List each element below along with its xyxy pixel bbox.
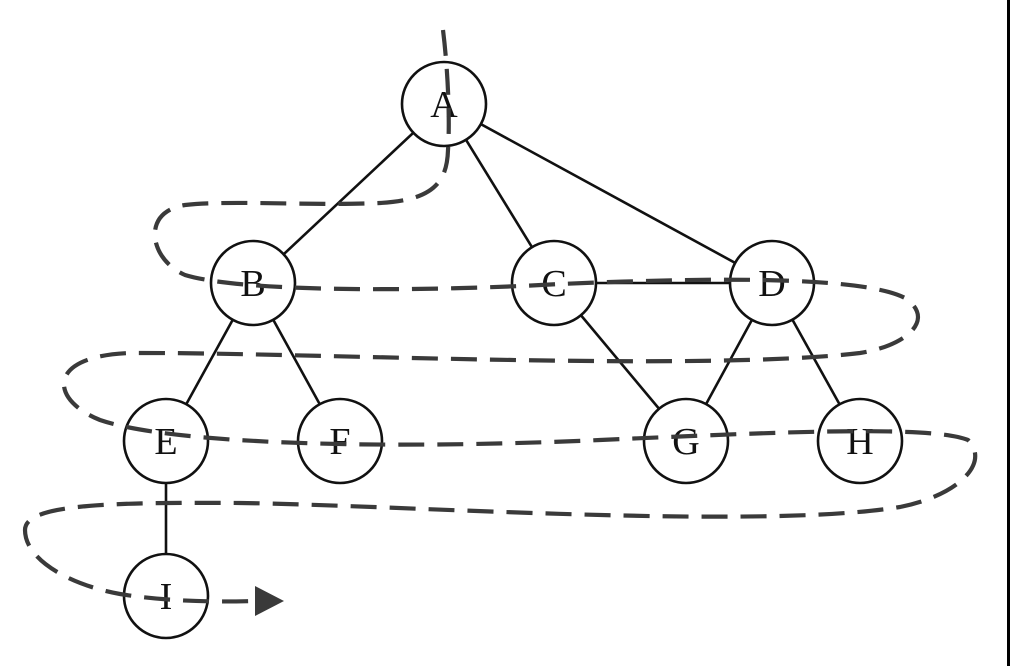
- image-border: [1007, 0, 1010, 666]
- node-e: E: [122, 397, 210, 485]
- node-label: D: [758, 263, 785, 305]
- node-circle: [400, 60, 488, 148]
- traversal-path-layer: [22, 29, 978, 616]
- node-circle: [642, 397, 730, 485]
- node-label: E: [154, 421, 177, 463]
- node-circle: [209, 239, 297, 327]
- node-label: H: [846, 421, 873, 463]
- node-f: F: [296, 397, 384, 485]
- node-label: G: [672, 421, 699, 463]
- edge-a-b: [252, 103, 445, 284]
- node-g: G: [642, 397, 730, 485]
- node-i: I: [122, 552, 210, 640]
- bfs-traversal-path: [22, 29, 978, 604]
- node-d: D: [728, 239, 816, 327]
- node-h: H: [816, 397, 904, 485]
- node-label: A: [430, 84, 458, 126]
- node-a: A: [400, 60, 488, 148]
- node-label: I: [160, 576, 173, 618]
- node-circle: [122, 397, 210, 485]
- edge-a-d: [443, 102, 773, 285]
- edges-layer: [164, 102, 862, 596]
- node-circle: [816, 397, 904, 485]
- traversal-arrowhead: [255, 586, 284, 616]
